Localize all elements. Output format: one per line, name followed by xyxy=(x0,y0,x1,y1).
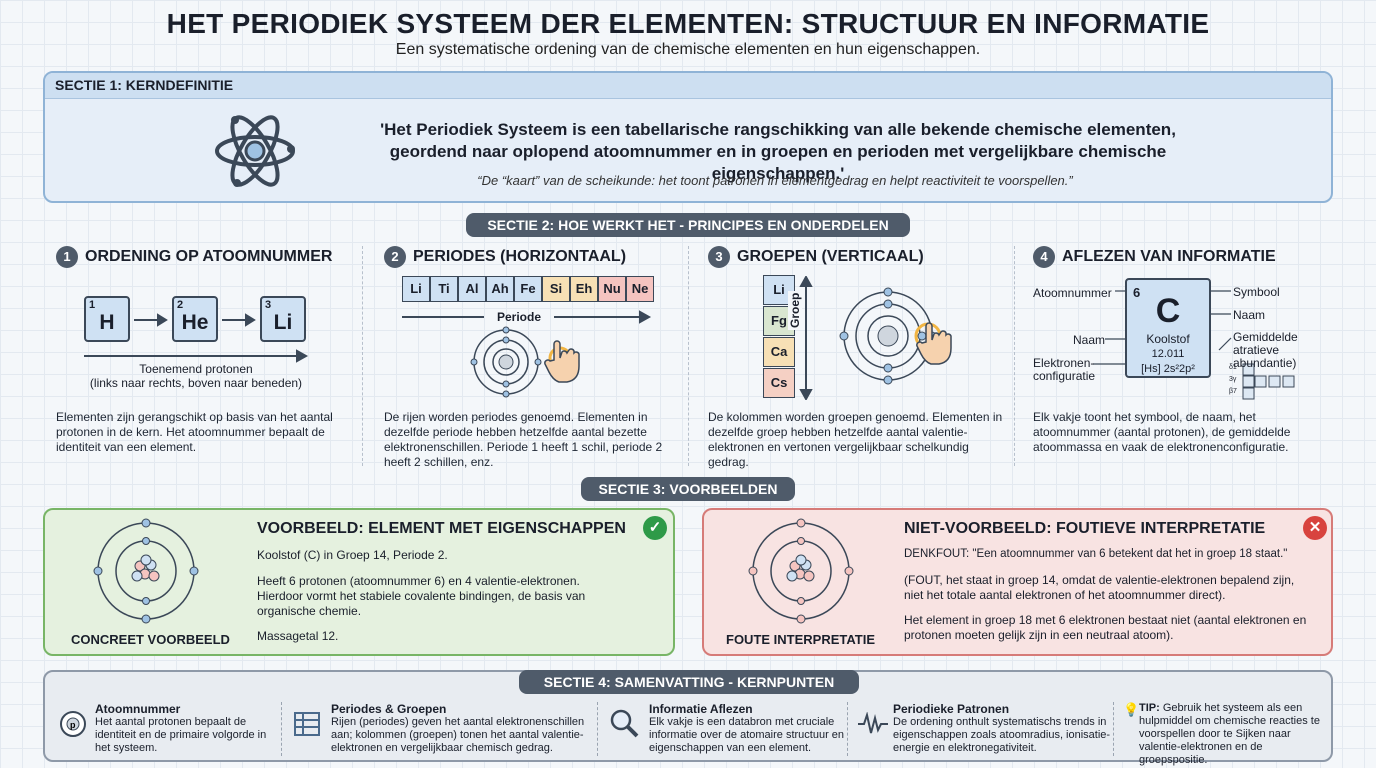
label-atomic-number: Atoomnummer xyxy=(1033,286,1112,300)
summary-item: Periodes & Groepen Rijen (periodes) geve… xyxy=(293,702,603,758)
principle-title: AFLEZEN VAN INFORMATIE xyxy=(1062,248,1276,265)
definition-quote: 'Het Periodiek Systeem is een tabellaris… xyxy=(380,120,1176,183)
principle-title: PERIODES (HORIZONTAAL) xyxy=(413,248,627,265)
good-title: VOORBEELD: ELEMENT MET EIGENSCHAPPEN xyxy=(257,520,626,537)
section-4-header: SECTIE 4: SAMENVATTING - KERNPUNTEN xyxy=(519,670,859,694)
atom-icon xyxy=(215,115,295,187)
step-number: 4 xyxy=(1033,246,1055,268)
svg-text:p: p xyxy=(70,720,76,730)
mini-label: β7 xyxy=(1229,388,1237,395)
mini-label: δ1 xyxy=(1229,364,1237,371)
summary-item: Periodieke Patronen De ordening onthult … xyxy=(857,702,1112,758)
step-number: 3 xyxy=(708,246,730,268)
section-3-header: SECTIE 3: VOORBEELDEN xyxy=(581,477,795,501)
tile-callouts xyxy=(1093,290,1295,400)
good-caption: CONCREET VOORBEELD xyxy=(71,632,230,647)
wrong-atom-icon xyxy=(748,518,854,624)
principle-text: Elk vakje toont het symbool, de naam, he… xyxy=(1033,410,1291,454)
principle-text: De kolommen worden groepen genoemd. Elem… xyxy=(708,410,1003,469)
bad-line-2: (FOUT, het staat in groep 14, omdat de v… xyxy=(904,573,1295,602)
mini-label: 3γ xyxy=(1229,376,1237,383)
cross-icon: ✕ xyxy=(1303,516,1327,540)
lightbulb-icon: 💡 xyxy=(1123,702,1140,717)
label-mass: Gemiddelde atratieve abundantie) xyxy=(1233,330,1298,370)
arrow-icon xyxy=(84,313,309,363)
proton-icon: p xyxy=(60,711,86,737)
page-title: HET PERIODIEK SYSTEEM DER ELEMENTEN: STR… xyxy=(166,8,1210,39)
good-line-1: Koolstof (C) in Groep 14, Periode 2. xyxy=(257,548,448,562)
label-symbol: Symbool xyxy=(1233,285,1280,299)
group-diagram xyxy=(799,276,952,400)
period-diagram xyxy=(402,310,652,398)
principle-title: ORDENING OP ATOOMNUMMER xyxy=(85,248,333,265)
label-name-right: Naam xyxy=(1233,308,1266,322)
section-header: SECTIE 1: KERNDEFINITIE xyxy=(45,73,1331,99)
period-label: Periode xyxy=(496,310,541,324)
principle-text: Elementen zijn gerangschikt op basis van… xyxy=(56,410,333,454)
group-label: Groep xyxy=(788,290,802,330)
step-number: 2 xyxy=(384,246,406,268)
section-2-header: SECTIE 2: HOE WERKT HET - PRINCIPES EN O… xyxy=(466,213,910,237)
good-line-3: Massagetal 12. xyxy=(257,629,339,643)
label-config: Elektronen- configuratie xyxy=(1033,356,1096,383)
definition-note: “De “kaart” van de scheikunde: het toont… xyxy=(477,173,1073,188)
table-icon xyxy=(294,712,320,736)
label-name-left: Naam xyxy=(1073,333,1106,347)
summary-item: Informatie Aflezen Elk vakje is een data… xyxy=(609,702,859,758)
magnifier-icon xyxy=(610,709,639,738)
bad-line-3: Het element in groep 18 met 6 elektronen… xyxy=(904,613,1307,642)
principle-reading: 4 AFLEZEN VAN INFORMATIE 6 C Koolstof 12.… xyxy=(1033,240,1333,465)
step-number: 1 xyxy=(56,246,78,268)
example-good: CONCREET VOORBEELD VOORBEELD: ELEMENT ME… xyxy=(43,508,675,656)
summary-item: p Atoomnummer Het aantal protonen bepaal… xyxy=(59,702,284,758)
principle-text: De rijen worden periodes genoemd. Elemen… xyxy=(384,410,663,469)
element-tile-carbon: 6 C Koolstof 12.011 [Hs] 2s²2p² xyxy=(1125,278,1211,378)
summary-tip: 💡 TIP: Gebruik het systeem als een hulpm… xyxy=(1123,702,1320,766)
carbon-atom-icon xyxy=(93,518,199,624)
arrow-label: Toenemend protonen (links naar rechts, b… xyxy=(89,362,303,390)
page-subtitle: Een systematische ordening van de chemis… xyxy=(395,41,981,58)
bad-line-1: DENKFOUT: "Een atoomnummer van 6 beteken… xyxy=(904,548,1288,560)
check-icon: ✓ xyxy=(643,516,667,540)
bad-caption: FOUTE INTERPRETATIE xyxy=(726,632,876,647)
good-line-2: Heeft 6 protonen (atoomnummer 6) en 4 va… xyxy=(257,574,586,618)
principle-title: GROEPEN (VERTICAAL) xyxy=(737,248,924,265)
wave-icon xyxy=(858,712,888,734)
example-bad: FOUTE INTERPRETATIE NIET-VOORBEELD: FOUT… xyxy=(702,508,1333,656)
bad-title: NIET-VOORBEELD: FOUTIEVE INTERPRETATIE xyxy=(904,520,1266,537)
section-definition: SECTIE 1: KERNDEFINITIE 'Het Periodiek S… xyxy=(43,71,1333,203)
section-summary: SECTIE 4: SAMENVATTING - KERNPUNTEN p At… xyxy=(43,670,1333,766)
